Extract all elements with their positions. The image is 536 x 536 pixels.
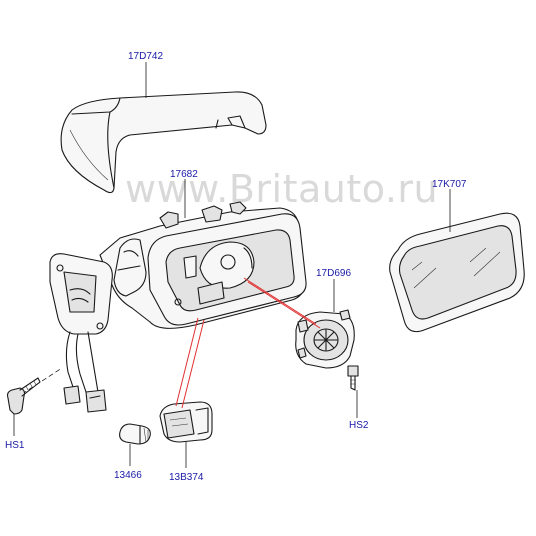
screw-right-part	[347, 365, 359, 391]
bulb-part	[119, 423, 151, 445]
screw-left-centerline	[21, 367, 63, 395]
mirror-motor-part	[295, 309, 355, 369]
watermark-text: www.Britauto.ru	[125, 167, 438, 211]
mirror-glass-part	[389, 212, 525, 333]
mirror-base-bracket	[49, 253, 113, 413]
lamp-part	[159, 401, 213, 443]
label-cover: 17D742	[128, 51, 163, 62]
label-bulb: 13466	[114, 470, 142, 481]
red-assembly-guides	[175, 277, 321, 409]
label-lamp: 13B374	[169, 472, 204, 483]
screw-left-part	[6, 377, 41, 415]
label-screw-right: HS2	[349, 420, 369, 431]
leader-lines	[13, 62, 451, 468]
mirror-housing-part	[99, 201, 307, 329]
label-housing: 17682	[170, 169, 198, 180]
mirror-cover-part	[60, 91, 267, 194]
label-motor: 17D696	[316, 268, 351, 279]
label-screw-left: HS1	[5, 440, 25, 451]
label-glass: 17K707	[432, 179, 467, 190]
